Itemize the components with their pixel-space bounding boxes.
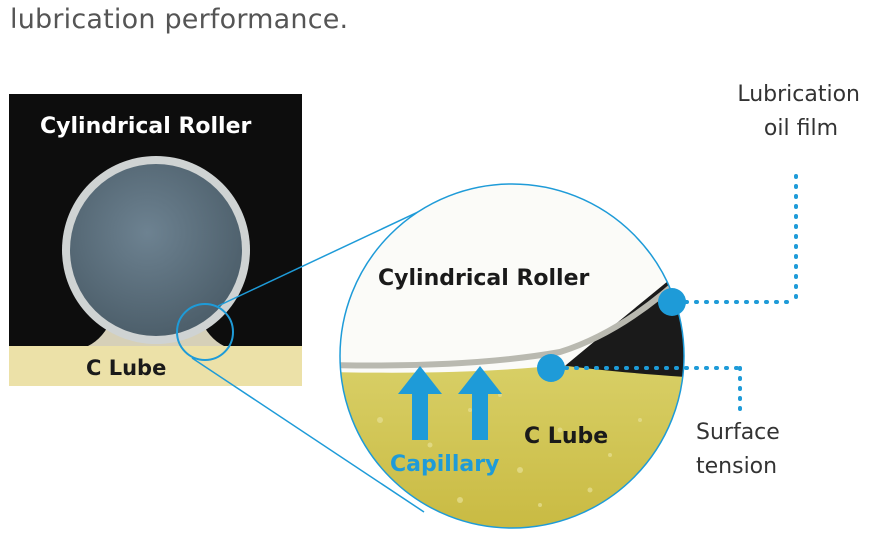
photo-focus-circle bbox=[176, 303, 234, 361]
zoom-connector-bottom bbox=[191, 357, 425, 513]
zoom-circle-outline bbox=[339, 183, 685, 529]
zoom-connector-top bbox=[217, 195, 453, 307]
zoom-lube bbox=[340, 365, 684, 528]
oil-film-label: Lubrication oil film bbox=[706, 78, 860, 146]
oil-film-label-line-2: oil film bbox=[763, 116, 838, 141]
zoom-view bbox=[340, 184, 684, 528]
photo-lube-strip bbox=[9, 346, 302, 386]
surface-tension-label-line-2: tension bbox=[696, 454, 778, 479]
surface-tension-label: Surface tension bbox=[696, 416, 780, 484]
capillary-arrows bbox=[398, 366, 502, 440]
capillary-arrow-left bbox=[398, 366, 442, 440]
capillary-label: Capillary bbox=[390, 452, 500, 477]
oil-film-marker bbox=[658, 288, 686, 316]
surface-tension-label-line-1: Surface bbox=[696, 420, 780, 445]
zoom-lube-label: C Lube bbox=[524, 424, 609, 449]
capillary-arrow-right bbox=[458, 366, 502, 440]
photo-roller bbox=[70, 164, 242, 336]
oil-film-label-line-1: Lubrication bbox=[737, 82, 860, 107]
zoom-roller-edge bbox=[340, 257, 684, 369]
photo-panel bbox=[9, 94, 302, 386]
headline: lubrication performance. bbox=[10, 4, 349, 35]
surface-tension-marker bbox=[537, 354, 565, 382]
photo-roller-label: Cylindrical Roller bbox=[40, 114, 252, 139]
photo-lube-label: C Lube bbox=[86, 356, 167, 380]
zoom-lube-texture bbox=[377, 393, 642, 507]
zoom-roller-label: Cylindrical Roller bbox=[378, 266, 590, 291]
